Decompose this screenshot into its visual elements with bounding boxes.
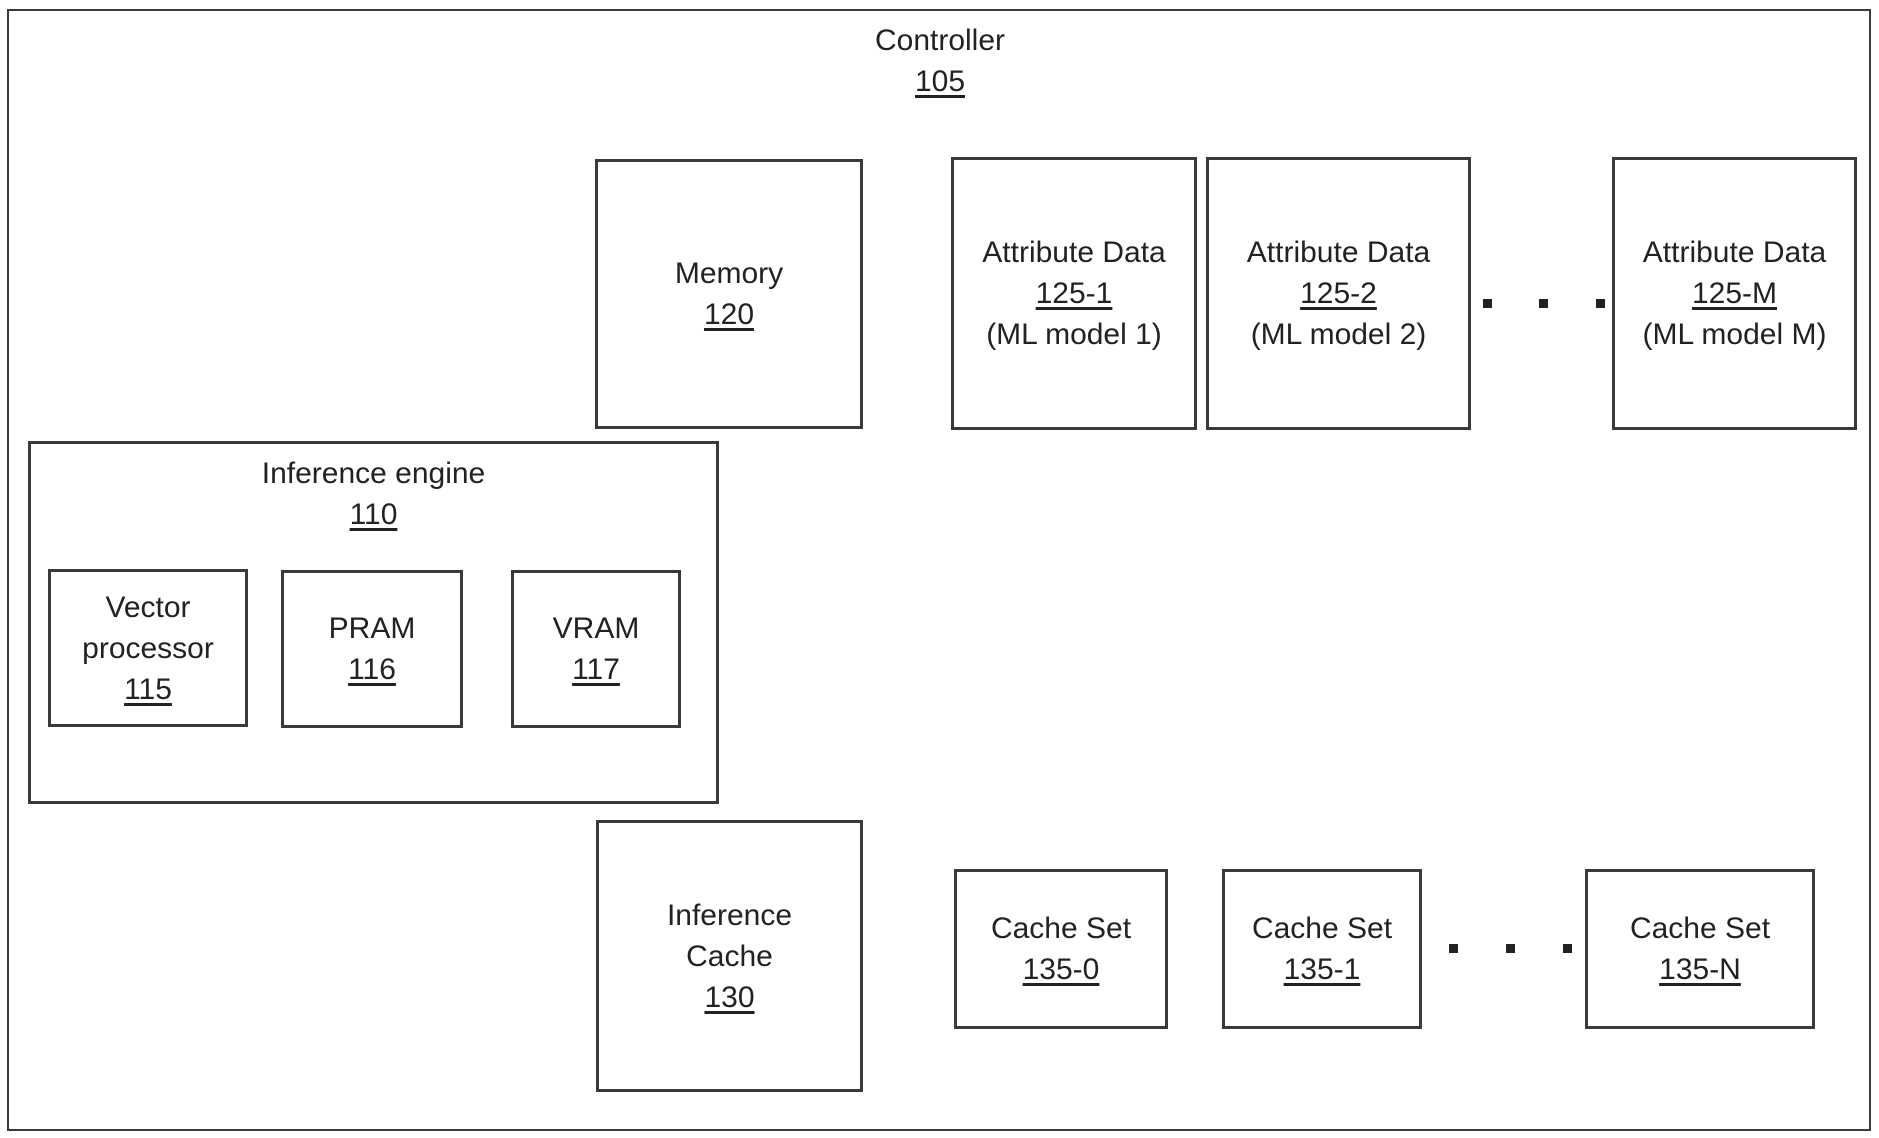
ellipsis-dot: [1483, 299, 1492, 308]
attribute-data-title: Attribute Data: [1247, 232, 1430, 273]
cache-set-title: Cache Set: [991, 908, 1131, 949]
controller-title: Controller: [840, 20, 1040, 61]
inference-cache-title-line2: Cache: [686, 936, 773, 977]
controller-label: Controller 105: [840, 20, 1040, 102]
pram-ref: 116: [348, 649, 396, 690]
cache-set-box: Cache Set 135-1: [1222, 869, 1422, 1029]
attribute-data-model: (ML model M): [1643, 314, 1827, 355]
inference-cache-ref: 130: [704, 977, 754, 1018]
ellipsis-dot: [1449, 944, 1458, 953]
inference-cache-box: Inference Cache 130: [596, 820, 863, 1092]
cache-set-ref: 135-N: [1659, 949, 1741, 990]
vram-box: VRAM 117: [511, 570, 681, 728]
vector-processor-title-line2: processor: [82, 628, 214, 669]
pram-box: PRAM 116: [281, 570, 463, 728]
attribute-data-box: Attribute Data 125-1 (ML model 1): [951, 157, 1197, 430]
vector-processor-box: Vector processor 115: [48, 569, 248, 727]
vector-processor-ref: 115: [124, 669, 172, 710]
cache-set-ref: 135-0: [1023, 949, 1100, 990]
memory-ref: 120: [704, 294, 754, 335]
cache-set-title: Cache Set: [1252, 908, 1392, 949]
cache-set-ref: 135-1: [1284, 949, 1361, 990]
cache-set-title: Cache Set: [1630, 908, 1770, 949]
attribute-data-ref: 125-1: [1036, 273, 1113, 314]
ellipsis-dot: [1596, 299, 1605, 308]
attribute-data-title: Attribute Data: [982, 232, 1165, 273]
pram-title: PRAM: [329, 608, 416, 649]
ellipsis-dot: [1563, 944, 1572, 953]
attribute-data-ref: 125-M: [1692, 273, 1777, 314]
inference-cache-title-line1: Inference: [667, 895, 792, 936]
attribute-data-title: Attribute Data: [1643, 232, 1826, 273]
attribute-data-box: Attribute Data 125-M (ML model M): [1612, 157, 1857, 430]
cache-set-box: Cache Set 135-N: [1585, 869, 1815, 1029]
attribute-data-ref: 125-2: [1300, 273, 1377, 314]
controller-ref: 105: [840, 61, 1040, 102]
attribute-data-box: Attribute Data 125-2 (ML model 2): [1206, 157, 1471, 430]
ellipsis-dot: [1506, 944, 1515, 953]
inference-engine-ref: 110: [350, 494, 398, 535]
attribute-data-model: (ML model 1): [986, 314, 1162, 355]
attribute-data-model: (ML model 2): [1251, 314, 1427, 355]
vram-ref: 117: [572, 649, 620, 690]
inference-engine-title: Inference engine: [262, 453, 486, 494]
memory-box: Memory 120: [595, 159, 863, 429]
cache-set-box: Cache Set 135-0: [954, 869, 1168, 1029]
vector-processor-title-line1: Vector: [105, 587, 190, 628]
memory-title: Memory: [675, 253, 783, 294]
vram-title: VRAM: [553, 608, 640, 649]
ellipsis-dot: [1539, 299, 1548, 308]
